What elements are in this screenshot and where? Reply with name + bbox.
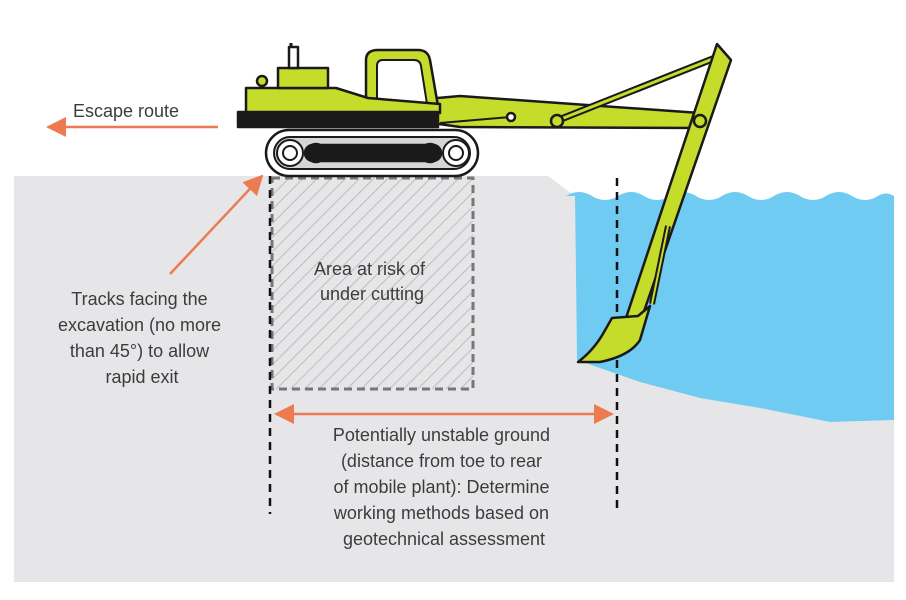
chassis xyxy=(236,110,440,129)
cab-window xyxy=(376,59,428,105)
risk-area xyxy=(270,176,475,391)
unstable-ground-label: Potentially unstable ground (distance fr… xyxy=(333,425,555,549)
bucket xyxy=(576,304,652,364)
risk-area-label: Area at risk of under cutting xyxy=(314,259,430,304)
escape-route-label: Escape route xyxy=(73,101,179,121)
tracks-pointer-arrow xyxy=(169,174,264,275)
tracks-facing-label: Tracks facing the excavation (no more th… xyxy=(58,289,226,387)
excavator xyxy=(236,42,733,364)
